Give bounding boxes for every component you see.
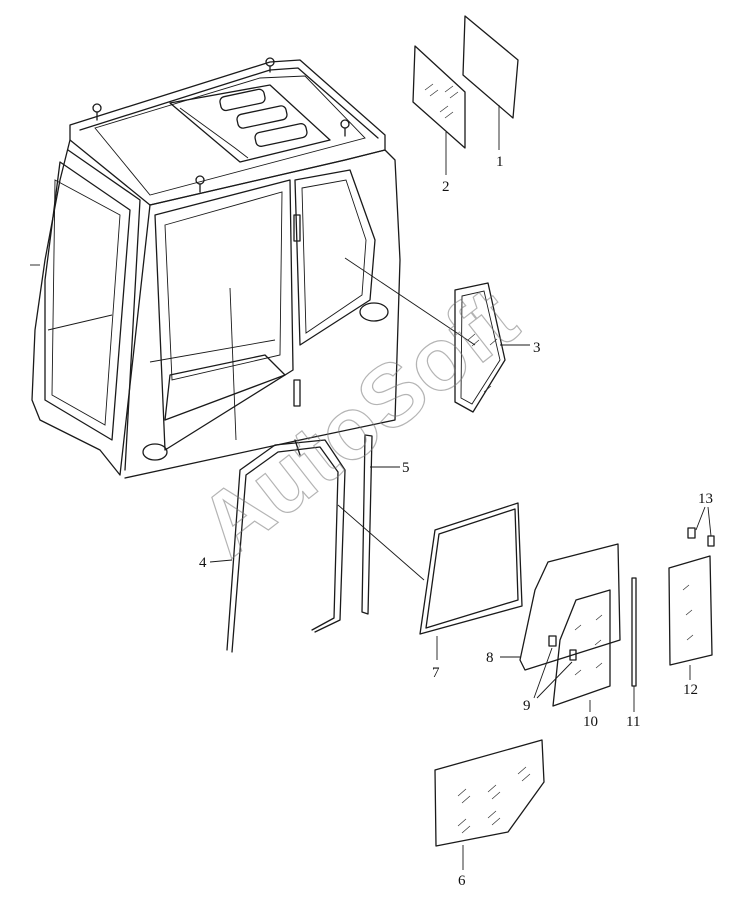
- glass-part-6[interactable]: [434, 739, 545, 870]
- callout-5: 5: [402, 460, 410, 476]
- callout-2: 2: [442, 179, 450, 195]
- glass-part-8[interactable]: [500, 543, 621, 671]
- seal-part-7[interactable]: [337, 502, 523, 660]
- callout-12: 12: [683, 682, 698, 698]
- callout-13: 13: [698, 491, 713, 507]
- glass-part-1[interactable]: [462, 15, 519, 150]
- watermark: AutoSoft: [181, 268, 535, 575]
- callout-3: 3: [533, 340, 541, 356]
- glass-part-12[interactable]: [668, 555, 713, 680]
- callout-1: 1: [496, 154, 504, 170]
- callout-8: 8: [486, 650, 494, 666]
- seal-part-11[interactable]: [631, 577, 637, 712]
- clip-part-9[interactable]: [533, 635, 577, 699]
- callout-6: 6: [458, 873, 466, 889]
- callout-11: 11: [626, 714, 640, 730]
- seal-part-5[interactable]: [361, 434, 400, 615]
- glass-part-10[interactable]: [552, 589, 611, 712]
- seal-part-4[interactable]: [209, 287, 346, 653]
- glass-part-3[interactable]: [344, 257, 530, 413]
- callout-10: 10: [583, 714, 598, 730]
- callout-9: 9: [523, 698, 531, 714]
- callout-7: 7: [432, 665, 440, 681]
- clip-part-13[interactable]: [687, 506, 715, 547]
- cab-assembly: [30, 57, 401, 479]
- callout-4: 4: [199, 555, 207, 571]
- glass-part-2[interactable]: [412, 45, 466, 175]
